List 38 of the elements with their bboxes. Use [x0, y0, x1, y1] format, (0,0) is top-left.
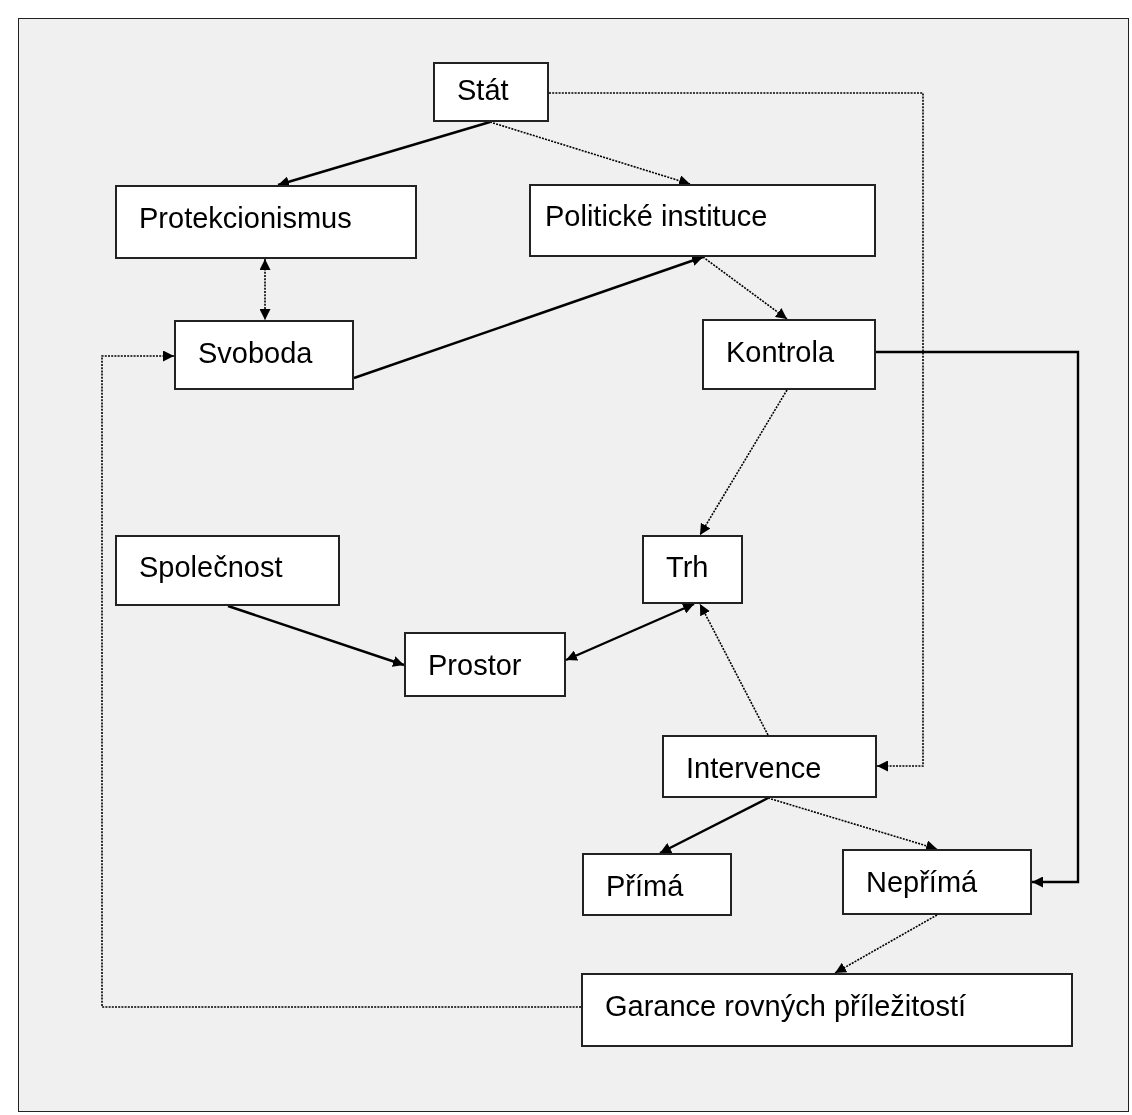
arrow: [565, 602, 695, 662]
arrow: [834, 914, 938, 974]
concept-box: [174, 320, 354, 390]
arrow: [699, 603, 769, 736]
arrow: [699, 389, 788, 536]
arrow: [353, 255, 704, 380]
concept-label: Intervence: [686, 754, 822, 783]
concept-box: [433, 62, 549, 122]
concept-label: Společnost: [139, 553, 283, 582]
concept-box: [582, 853, 732, 916]
concept-label: Prostor: [428, 651, 522, 680]
arrow: [277, 120, 491, 188]
concept-box: [115, 185, 417, 259]
concept-label: Kontrola: [726, 338, 834, 367]
concept-label: Stát: [457, 76, 509, 105]
concept-label: Přímá: [606, 872, 684, 901]
concept-label: Svoboda: [198, 339, 313, 368]
arrow: [767, 797, 938, 852]
concept-label: Trh: [666, 553, 709, 582]
concept-label: Nepřímá: [866, 868, 978, 897]
concept-box: [842, 849, 1032, 915]
concept-label: Protekcionismus: [139, 204, 352, 233]
concept-box: [581, 973, 1073, 1047]
arrow: [659, 796, 769, 855]
concept-box: [404, 632, 566, 697]
concept-label: Politické instituce: [545, 202, 768, 231]
concept-label: Garance rovných příležitostí: [605, 992, 967, 1021]
concept-box: [702, 319, 876, 390]
arrow: [101, 350, 582, 1008]
concept-box: [662, 735, 877, 798]
concept-box: [642, 535, 743, 604]
arrow: [227, 604, 405, 667]
arrow: [702, 256, 788, 320]
concept-box: [115, 535, 340, 606]
arrow: [489, 121, 691, 186]
arrow: [259, 258, 271, 321]
arrow: [876, 350, 1080, 888]
concept-box: [529, 184, 876, 257]
